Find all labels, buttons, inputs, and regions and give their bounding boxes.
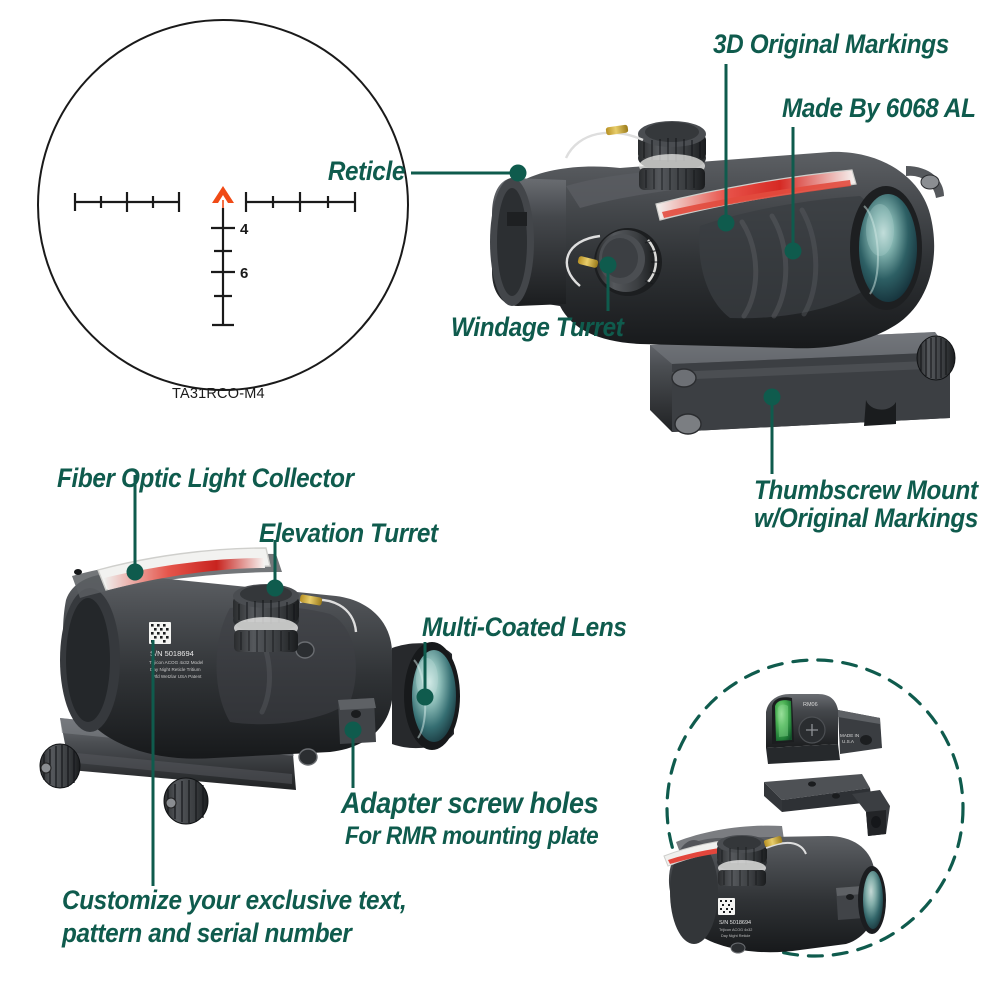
leader-dots-layer <box>126 164 802 739</box>
svg-text:U.S.A: U.S.A <box>842 739 855 744</box>
label-reticle: Reticle <box>327 156 406 186</box>
rmr-red-dot-sight: RM06 MADE IN U.S.A <box>766 694 882 764</box>
scope-serial-markings: S/N 5018694 Trijicon ACOG 4x32 Model Day… <box>149 622 203 679</box>
elevation-turret-upper <box>638 121 706 190</box>
elevation-turret-lower <box>233 584 299 652</box>
svg-text:Day Night Reticle: Day Night Reticle <box>721 934 750 938</box>
reticle-bdc-label-6: 6 <box>240 265 248 282</box>
dot-windage <box>599 256 617 274</box>
svg-text:MADE IN: MADE IN <box>840 733 859 738</box>
reticle-bdc-label-4: 4 <box>240 221 249 238</box>
rmr-inset-dashed-circle <box>665 658 965 958</box>
dot-made-by <box>784 242 802 260</box>
dot-adapter <box>344 721 362 739</box>
scope-upper-illustration <box>490 121 956 435</box>
label-customize-line1: Customize your exclusive text, <box>62 885 407 915</box>
label-thumbscrew-mount-line2: w/Original Markings <box>754 503 979 533</box>
svg-text:S/N 5018694: S/N 5018694 <box>150 649 194 658</box>
reticle-stadia-right <box>244 192 357 212</box>
label-made-by-6068-al: Made By 6068 AL <box>782 93 976 123</box>
label-for-rmr-mounting-plate: For RMR mounting plate <box>345 822 599 850</box>
label-fiber-optic-light-collector: Fiber Optic Light Collector <box>57 463 354 493</box>
thumbscrew-knob-front <box>163 777 209 825</box>
label-adapter-screw-holes: Adapter screw holes <box>341 787 599 820</box>
label-multi-coated-lens: Multi-Coated Lens <box>422 612 627 642</box>
objective-lens-upper <box>850 186 922 310</box>
svg-text:S/N 5018694: S/N 5018694 <box>719 920 751 926</box>
acog-scope-inset: S/N 5018694 Trijicon ACOG 4x32 Day Night… <box>663 825 886 954</box>
label-3d-original-markings: 3D Original Markings <box>713 29 949 59</box>
dot-multi-coated <box>416 688 434 706</box>
dot-thumbscrew <box>763 388 781 406</box>
dot-fiber-optic <box>126 563 144 581</box>
scope-lower-illustration: S/N 5018694 Trijicon ACOG 4x32 Model Day… <box>39 547 460 825</box>
reticle-view-group: 4 6 <box>37 19 409 391</box>
label-elevation-turret: Elevation Turret <box>259 518 438 548</box>
thumbscrew-mount-rail <box>650 332 956 435</box>
svg-text:Mfd Wetzlar USA Patent: Mfd Wetzlar USA Patent <box>152 674 202 679</box>
reticle-chevron <box>212 186 234 203</box>
leader-lines-layer <box>133 64 795 886</box>
dot-elevation <box>266 579 284 597</box>
svg-text:RM06: RM06 <box>803 702 818 708</box>
reticle-model-caption: TA31RCO-M4 <box>172 386 265 402</box>
dot-reticle <box>509 164 527 182</box>
svg-text:Day Night Reticle Tritium: Day Night Reticle Tritium <box>150 667 201 672</box>
rmr-inset-group: RM06 MADE IN U.S.A <box>663 658 965 958</box>
svg-text:Trijicon ACOG 4x32 Model: Trijicon ACOG 4x32 Model <box>149 660 203 665</box>
dot-3d-markings <box>717 214 735 232</box>
label-thumbscrew-mount-line1: Thumbscrew Mount <box>754 475 978 505</box>
acog-inset-turret <box>717 835 767 886</box>
scope-lower-body: S/N 5018694 Trijicon ACOG 4x32 Model Day… <box>60 547 460 766</box>
thumbscrew-knob <box>916 335 956 381</box>
reticle-bdc-ladder <box>211 208 235 327</box>
label-customize-line2: pattern and serial number <box>62 918 352 948</box>
rmr-mounting-plate <box>764 774 890 836</box>
acog-inset-markings: S/N 5018694 Trijicon ACOG 4x32 Day Night… <box>718 898 752 938</box>
thumbscrew-knob-rear <box>39 743 81 789</box>
label-windage-turret: Windage Turret <box>451 312 624 342</box>
reticle-stadia-left <box>73 192 181 212</box>
fiber-optic-strip <box>97 547 271 591</box>
svg-text:Trijicon ACOG 4x32: Trijicon ACOG 4x32 <box>719 928 752 932</box>
